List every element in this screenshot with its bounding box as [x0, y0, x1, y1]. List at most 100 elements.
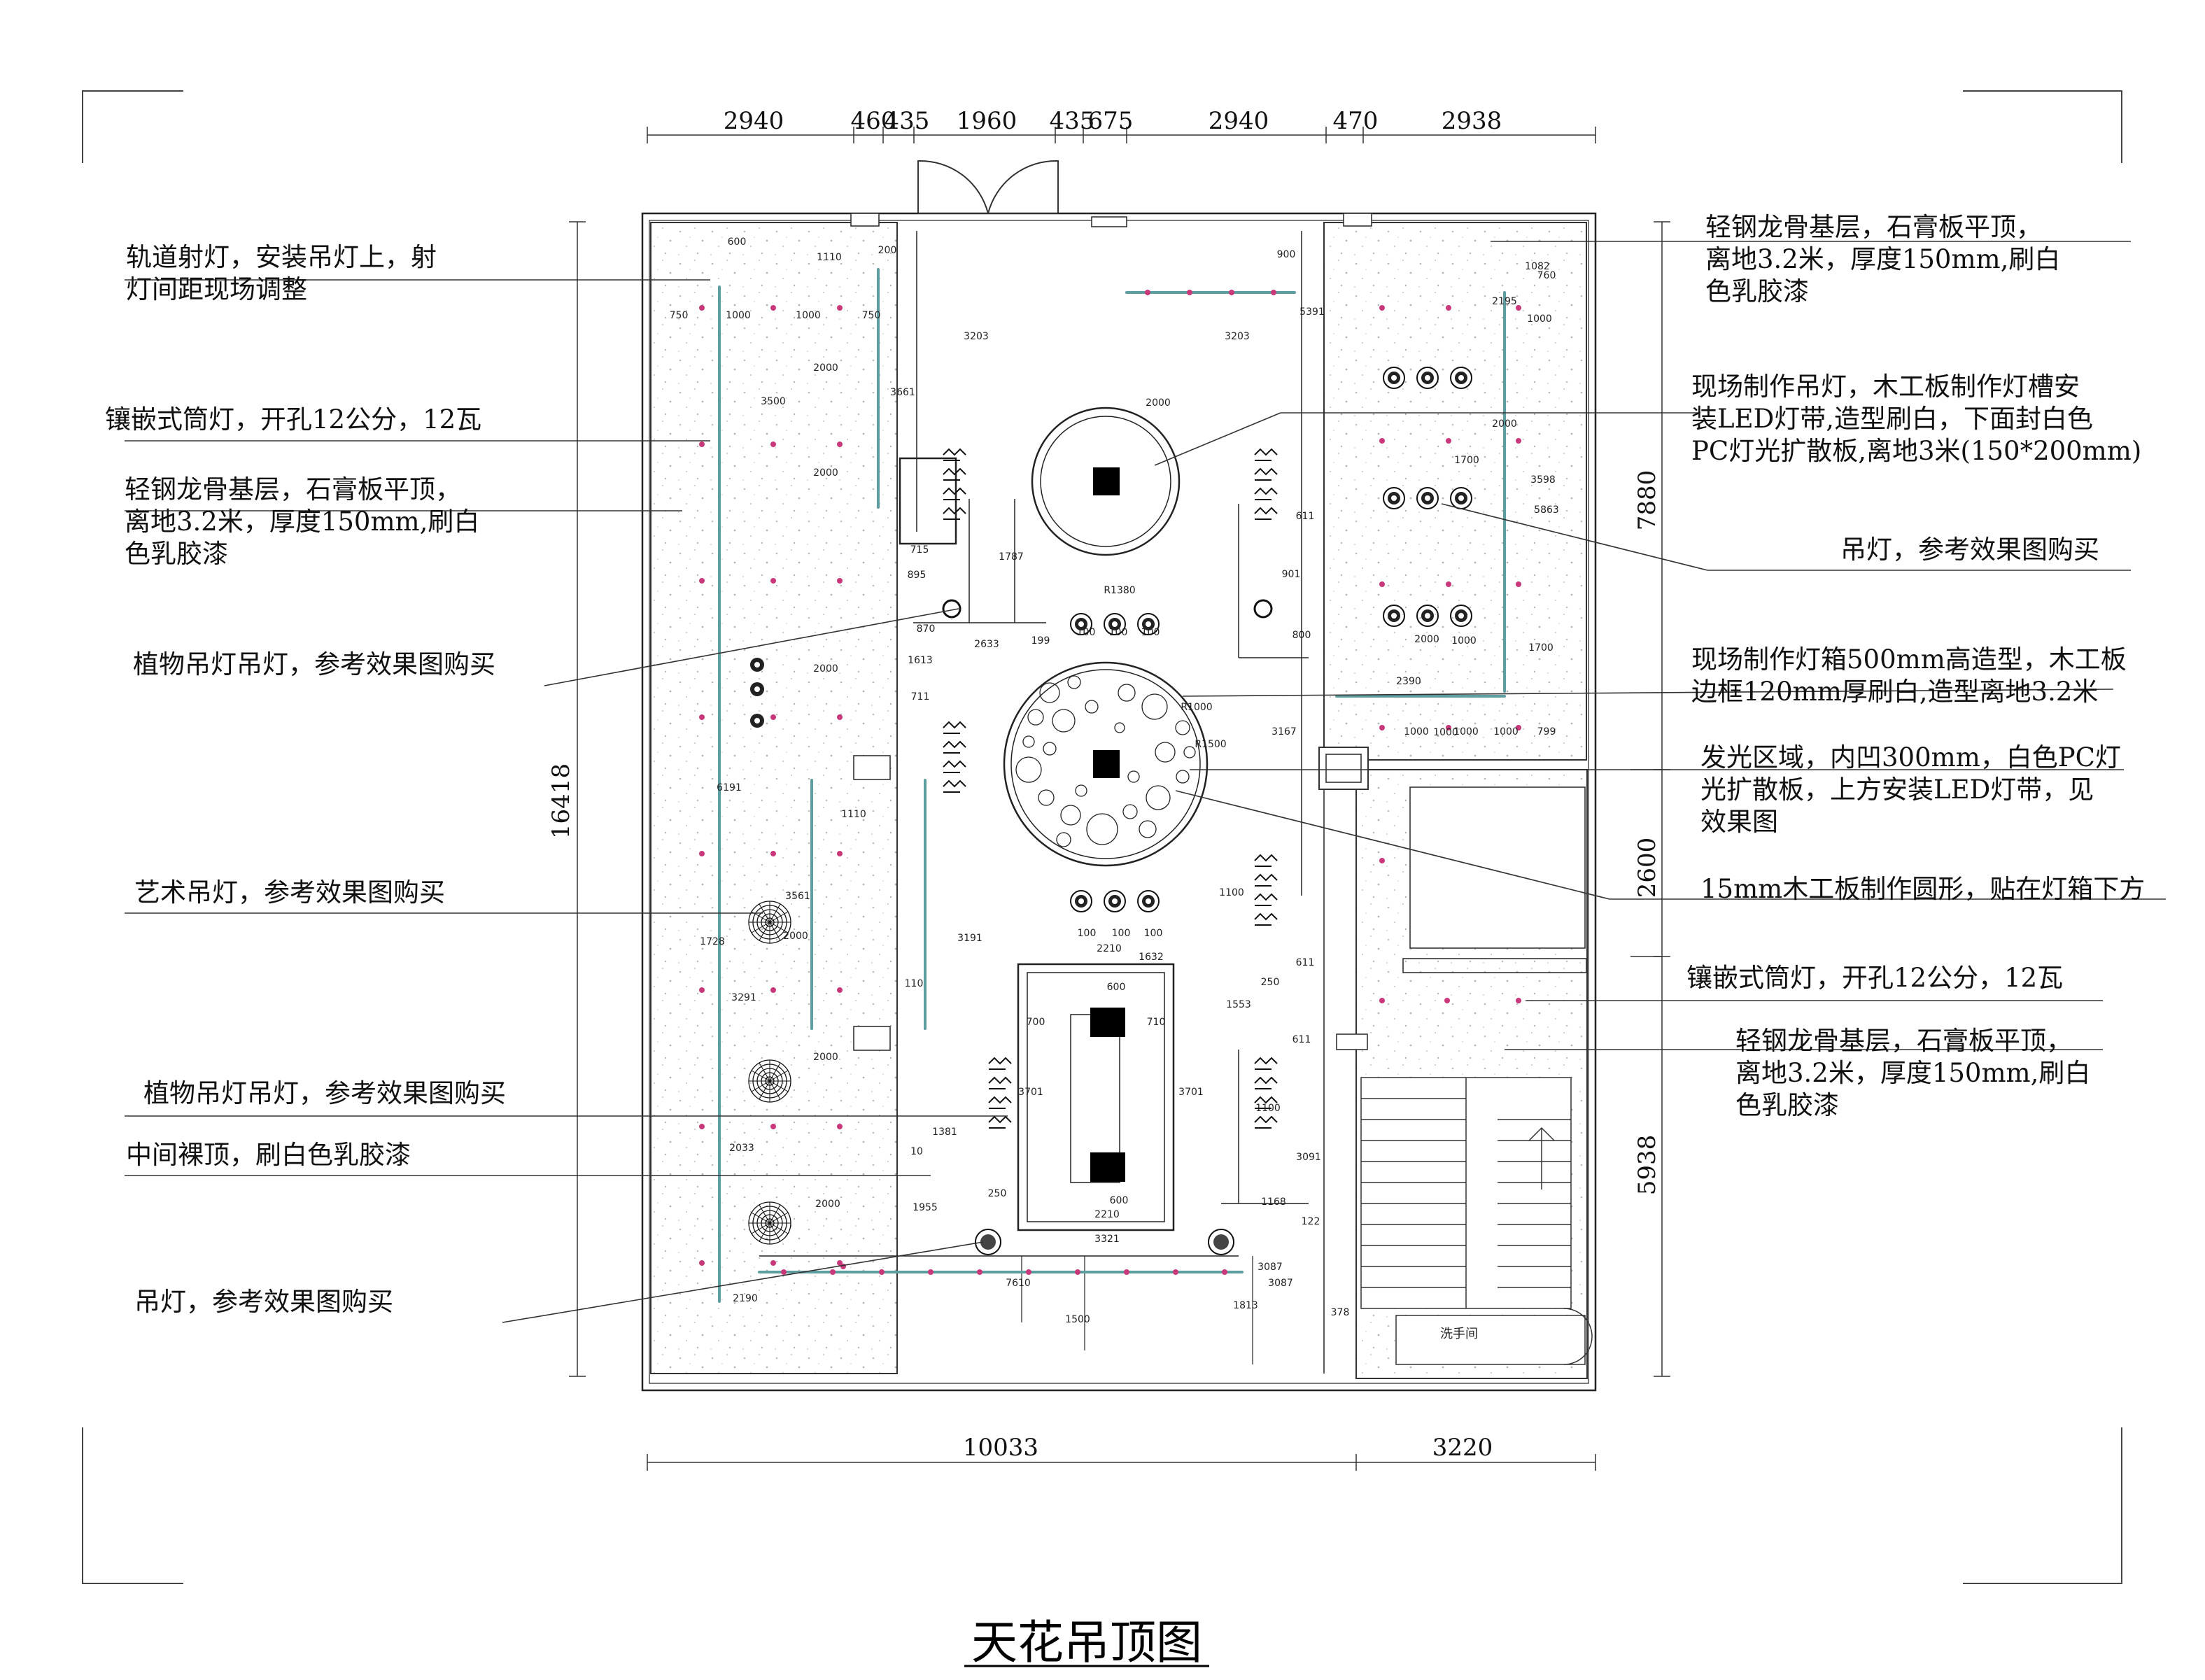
small-dim-46: 2390 — [1396, 676, 1421, 687]
small-dim-60: 2000 — [815, 1199, 840, 1210]
entrance-door — [917, 160, 1059, 214]
dim-top-5: 675 — [1088, 107, 1134, 135]
small-dim-63: 611 — [1296, 957, 1315, 968]
annotation-right-5-line-0: 15mm木工板制作圆形，贴在灯箱下方 — [1700, 874, 2145, 904]
small-dim-33: 895 — [908, 570, 927, 581]
small-dim-65: 1553 — [1226, 999, 1251, 1010]
annotation-right-3-line-0: 现场制作灯箱500mm高造型，木工板 — [1691, 644, 2127, 675]
small-dim-49: 1000 — [1493, 726, 1519, 737]
small-dim-20: 2000 — [1492, 418, 1517, 430]
small-dim-18: 2000 — [813, 467, 838, 479]
small-dim-24: 2000 — [1146, 397, 1171, 409]
small-dim-51: 3167 — [1271, 726, 1297, 737]
small-dim-19: 2000 — [813, 663, 838, 675]
small-dim-59: 2033 — [729, 1143, 754, 1154]
dimensions-left: 16418 — [547, 763, 575, 839]
annotation-right-7-line-0: 轻钢龙骨基层，石膏板平顶， — [1735, 1026, 2072, 1056]
small-dim-55: 2000 — [783, 931, 808, 942]
small-dim-28: 100 — [1077, 627, 1096, 638]
small-dim-74: 110 — [905, 978, 924, 989]
small-dim-36: 199 — [1031, 635, 1050, 647]
small-dim-82: 122 — [1302, 1216, 1320, 1227]
small-dim-31: 1787 — [999, 551, 1024, 563]
small-dim-57: 3291 — [731, 992, 756, 1003]
small-dim-89: 3087 — [1268, 1278, 1293, 1289]
small-dim-95: 100 — [1144, 928, 1163, 939]
small-dim-84: 1100 — [1255, 1103, 1281, 1114]
partitions — [850, 213, 1587, 1374]
annotation-left-1-line-0: 镶嵌式筒灯，开孔12公分，12瓦 — [105, 404, 481, 435]
annotation-left-5-line-0: 植物吊灯吊灯，参考效果图购买 — [143, 1078, 506, 1108]
staircase — [1360, 1077, 1593, 1365]
small-dim-2: 200 — [878, 245, 897, 256]
downlights — [699, 290, 1521, 1275]
small-dim-90: 378 — [1331, 1307, 1350, 1318]
small-dim-12: 5391 — [1299, 306, 1325, 318]
small-dim-17: 2000 — [813, 362, 838, 374]
annotation-left-0-line-0: 轨道射灯，安装吊灯上，射 — [126, 242, 437, 272]
small-dim-23: 5863 — [1534, 504, 1559, 516]
small-dim-92: 10 — [910, 1146, 923, 1157]
annotation-right-0-line-1: 离地3.2米，厚度150mm,刷白 — [1705, 244, 2060, 274]
small-dim-26: R1500 — [1195, 739, 1226, 750]
dim-right-1: 7880 — [1633, 470, 1661, 531]
small-dim-56: 1728 — [700, 936, 725, 947]
small-dim-91: 611 — [1292, 1034, 1311, 1045]
small-dim-71: 3701 — [1018, 1087, 1043, 1098]
small-dim-39: 800 — [1292, 630, 1311, 641]
small-dim-86: 7610 — [1006, 1278, 1031, 1289]
annotation-left-6-line-0: 中间裸顶，刷白色乳胶漆 — [126, 1140, 411, 1170]
small-dim-66: 2210 — [1097, 943, 1122, 954]
dimension-lines — [577, 134, 1663, 1463]
frame-corners — [82, 90, 2122, 1584]
small-dim-8: 1000 — [796, 310, 821, 321]
small-dim-45: 1000 — [1433, 727, 1458, 738]
small-dim-54: 3561 — [785, 891, 810, 902]
annotation-right-0-line-0: 轻钢龙骨基层，石膏板平顶， — [1705, 212, 2042, 242]
small-dim-32: 715 — [910, 544, 929, 556]
small-dim-85: 3087 — [1258, 1262, 1283, 1273]
small-dim-68: 600 — [1107, 982, 1126, 993]
small-dim-11: 3203 — [1225, 331, 1250, 342]
annotation-left-2-line-2: 色乳胶漆 — [125, 539, 228, 569]
dim-top-0: 2940 — [724, 107, 784, 135]
drawing-title: 天花吊顶图 — [971, 1616, 1202, 1670]
small-dim-64: 250 — [1261, 977, 1280, 988]
small-dim-58: 2000 — [813, 1052, 838, 1063]
annotation-right-1-line-1: 装LED灯带,造型刷白，下面封白色 — [1691, 404, 2093, 434]
small-dim-35: 2633 — [974, 639, 999, 650]
dim-top-8: 2938 — [1442, 107, 1502, 135]
small-dim-27: R1380 — [1104, 585, 1135, 596]
small-dim-48: 1000 — [1453, 726, 1479, 737]
small-dim-13: 2195 — [1492, 296, 1517, 307]
dim-top-1: 460 — [851, 107, 896, 135]
small-dim-47: 1000 — [1404, 726, 1429, 737]
annotation-right-2-line-0: 吊灯，参考效果图购买 — [1840, 535, 2099, 565]
fixtures — [759, 407, 1309, 1364]
small-dim-93: 100 — [1078, 928, 1097, 939]
dim-right-2: 2600 — [1633, 838, 1661, 898]
small-dim-78: 600 — [1110, 1195, 1129, 1206]
annotation-right-7-line-1: 离地3.2米，厚度150mm,刷白 — [1735, 1058, 2090, 1088]
small-dim-0: 600 — [728, 237, 747, 248]
annotation-right-0-line-2: 色乳胶漆 — [1705, 276, 1809, 306]
small-dim-70: 710 — [1147, 1017, 1166, 1028]
small-dim-29: 100 — [1109, 627, 1128, 638]
small-dim-22: 3598 — [1530, 474, 1556, 486]
annotation-right-1-line-0: 现场制作吊灯，木工板制作灯槽安 — [1691, 372, 2080, 402]
small-dim-4: 1082 — [1525, 261, 1550, 272]
small-dim-77: 250 — [988, 1188, 1007, 1199]
small-dim-5: 760 — [1537, 270, 1556, 281]
small-dim-15: 3500 — [761, 396, 786, 407]
small-dim-88: 1813 — [1233, 1300, 1258, 1311]
dim-top-2: 435 — [885, 107, 930, 135]
small-dim-81: 1168 — [1261, 1197, 1286, 1208]
small-dim-7: 1000 — [726, 310, 751, 321]
annotations-right: 轻钢龙骨基层，石膏板平顶，离地3.2米，厚度150mm,刷白色乳胶漆现场制作吊灯… — [1686, 212, 2145, 1120]
small-dim-87: 1500 — [1065, 1314, 1090, 1325]
leader-lines — [125, 241, 2166, 1323]
